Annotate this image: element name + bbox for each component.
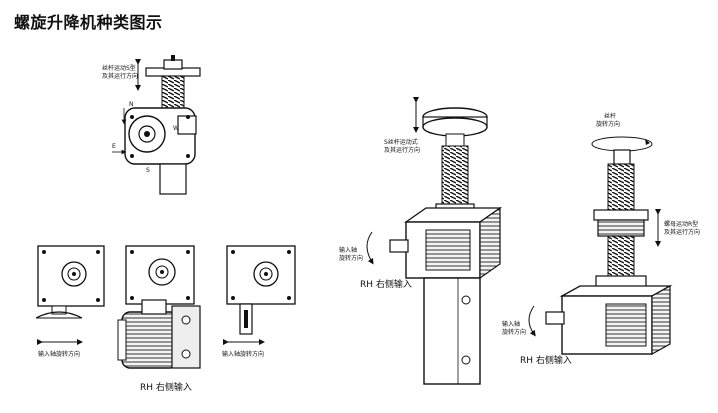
label-right-top-b: 旋转方向 (596, 120, 620, 128)
label-rh-left: RH 右侧输入 (140, 381, 192, 393)
page-title: 螺旋升降机种类图示 (14, 13, 163, 32)
label-right-nut-b: 及其运行方向 (664, 228, 700, 236)
plan-view-1 (35, 245, 105, 345)
label-s: S (146, 167, 150, 174)
label-top-center-a: 丝杆运动S型 (102, 64, 136, 72)
label-n: N (129, 101, 134, 108)
label-rh-right: RH 右侧输入 (520, 354, 572, 366)
label-right-nut-a: 螺母运动R型 (664, 220, 698, 228)
label-center-input-b: 旋转方向 (339, 254, 363, 262)
label-right-top-a: 丝杆 (604, 112, 616, 120)
top-jack (112, 55, 201, 195)
label-right-input-a: 输入轴 (502, 320, 520, 328)
label-input-dir-right: 输入轴旋转方向 (222, 350, 264, 358)
label-w: W (173, 125, 179, 132)
label-rh-center: RH 右侧输入 (360, 278, 412, 290)
plan-view-motor (117, 245, 201, 369)
label-input-dir-left: 输入轴旋转方向 (38, 350, 80, 358)
label-center-input-a: 输入轴 (339, 246, 357, 254)
label-right-input-b: 旋转方向 (502, 328, 526, 336)
label-center-top-b: 及其运行方向 (384, 146, 420, 154)
label-top-center-b: 及其运行方向 (102, 72, 138, 80)
label-center-top-a: S丝杆运动式 (384, 138, 418, 146)
right-jack (528, 136, 673, 356)
plan-view-3 (223, 245, 296, 345)
label-e: E (112, 143, 116, 150)
center-jack (366, 97, 503, 385)
